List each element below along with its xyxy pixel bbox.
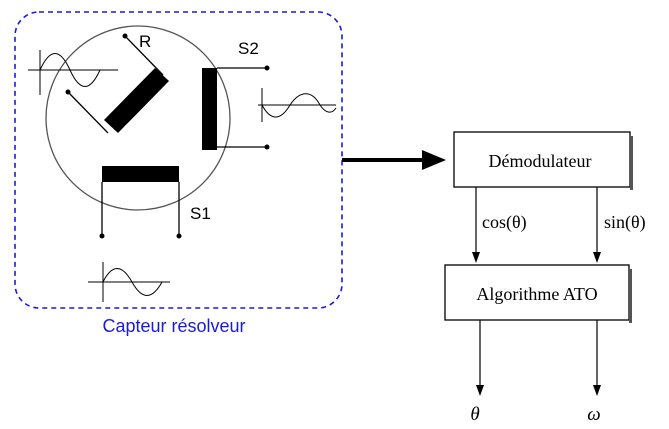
stator-s2-label: S2: [238, 39, 259, 58]
stator-s2-winding: [202, 65, 270, 150]
stator-s1-winding: [99, 166, 182, 239]
demodulator-label: Démodulateur: [489, 151, 592, 171]
sin-label: sin(θ): [604, 212, 646, 233]
stator-s1-label: S1: [190, 204, 211, 223]
resolver-caption: Capteur résolveur: [102, 316, 245, 336]
omega-output-arrow: [593, 320, 601, 396]
theta-output-arrow: [476, 320, 484, 396]
resolver-to-demodulator-arrow: [342, 150, 446, 170]
rotor-signal-waveform: [28, 50, 118, 95]
resolver-frame: [14, 11, 343, 309]
omega-output-label: ω: [587, 404, 600, 425]
sin-signal-arrow: [593, 187, 601, 263]
stator-s2-waveform: [258, 88, 337, 122]
algorithm-label: Algorithme ATO: [476, 284, 597, 304]
cos-signal-arrow: [472, 187, 480, 263]
cos-label: cos(θ): [482, 212, 527, 233]
demodulator-block: [453, 131, 631, 188]
rotor-winding: [65, 33, 169, 134]
stator-s1-waveform: [88, 262, 170, 302]
algorithm-shadow: [629, 269, 632, 323]
theta-output-label: θ: [470, 404, 479, 425]
rotor-label: R: [139, 32, 151, 51]
resolver-housing: [45, 25, 231, 211]
demodulator-shadow: [630, 136, 633, 190]
